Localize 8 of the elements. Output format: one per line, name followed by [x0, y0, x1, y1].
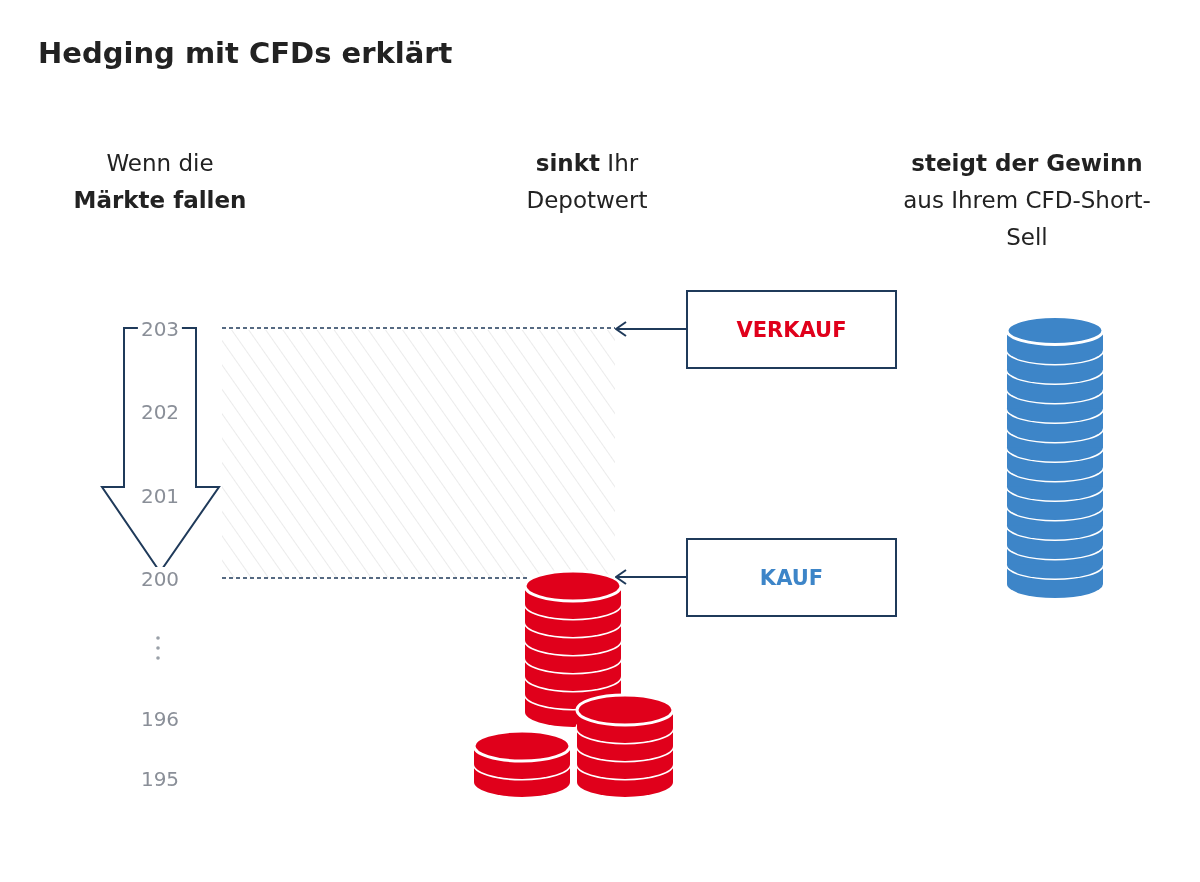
heading-text: Wenn die Märkte fallen — [72, 149, 248, 215]
heading-text: sinkt Ihr Depotwert — [525, 149, 649, 215]
title: Hedging mit CFDs erklärt — [38, 36, 453, 70]
heading-text: steigt der Gewinn aus Ihrem CFD-Short-Sell — [902, 149, 1152, 252]
action-box: VERKAUF — [686, 290, 897, 369]
action-box: KAUF — [686, 538, 897, 617]
arrow — [615, 569, 687, 585]
arrow — [615, 321, 687, 337]
